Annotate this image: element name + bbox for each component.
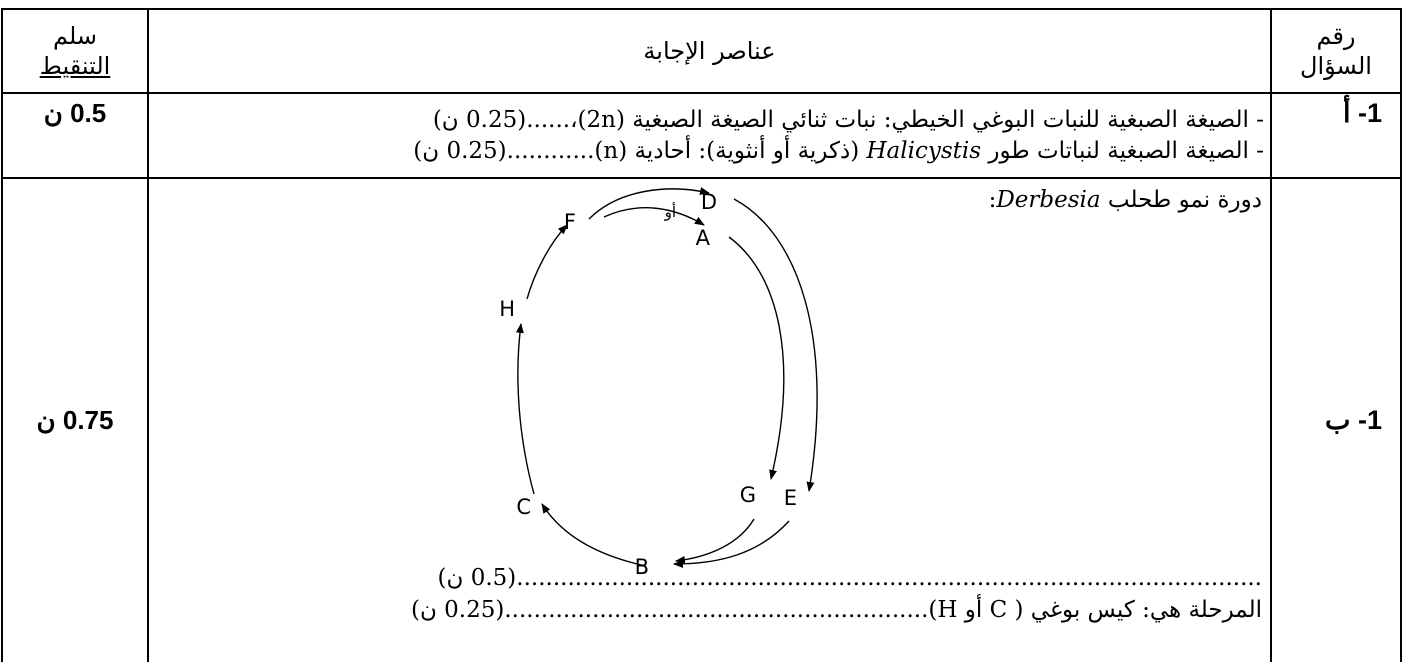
node-f: F <box>564 210 576 234</box>
cycle-arrows <box>515 187 818 568</box>
arrow-d-e <box>733 198 818 492</box>
node-b: B <box>635 555 649 579</box>
question-number-1b: 1- ب <box>1270 177 1402 662</box>
node-d: D <box>701 190 717 214</box>
header-answer-elements: عناصر الإجابة <box>147 8 1272 94</box>
score-1a: 0.5 ن <box>1 92 149 179</box>
label-or: أو <box>664 202 676 221</box>
row-question-1b: 1- ب دورة نمو طحلب Derbesia: <box>1 177 1402 662</box>
node-h: H <box>499 297 515 321</box>
arrow-b-c <box>541 503 647 567</box>
node-a: A <box>696 226 711 250</box>
row-question-1a: 1- أ - الصيغة الصبغية للنبات البوغي الخي… <box>1 92 1402 179</box>
answer-1a-line-1: - الصيغة الصبغية للنبات البوغي الخيطي: ن… <box>432 106 1264 133</box>
arrow-c-h <box>515 323 535 495</box>
arrow-g-b <box>675 518 755 564</box>
arrow-a-g <box>728 236 785 480</box>
answer-1b: دورة نمو طحلب Derbesia: <box>147 177 1272 662</box>
answer-1b-line-1: ........................................… <box>437 565 1262 591</box>
node-g: G <box>740 483 756 507</box>
arrow-f-d <box>588 187 710 220</box>
answer-table: رقم السؤال عناصر الإجابة سلم التنقيط 1- … <box>1 8 1402 662</box>
arrow-e-b <box>673 520 790 568</box>
answer-1b-line-2: المرحلة هي: كيس بوغي ( C أو H)..........… <box>410 597 1262 623</box>
header-row: رقم السؤال عناصر الإجابة سلم التنقيط <box>1 8 1402 94</box>
arrow-h-f <box>526 224 568 300</box>
node-c: C <box>516 495 531 519</box>
answer-1a-line-2: - الصيغة الصبغية لنباتات طور Halicystis … <box>413 137 1264 164</box>
derbesia-cycle-diagram: D F A H G E C B أو <box>499 187 818 579</box>
header-question-number: رقم السؤال <box>1270 8 1402 94</box>
header-score-scale: سلم التنقيط <box>1 8 149 94</box>
arrow-f-a <box>603 207 705 226</box>
cycle-nodes: D F A H G E C B أو <box>499 190 797 579</box>
score-1b: 0.75 ن <box>1 177 149 662</box>
cycle-title: دورة نمو طحلب Derbesia: <box>988 187 1262 213</box>
answer-1a: - الصيغة الصبغية للنبات البوغي الخيطي: ن… <box>147 92 1272 179</box>
question-number-1a: 1- أ <box>1270 92 1402 179</box>
node-e: E <box>784 486 797 510</box>
